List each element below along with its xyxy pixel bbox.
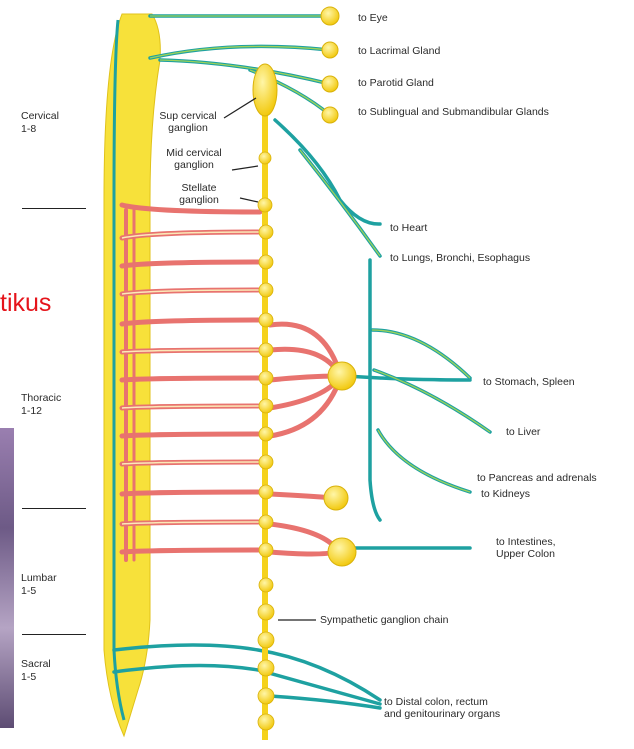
- sup-cervical-ganglion-shape: [253, 64, 277, 116]
- sup-cervical-ganglion-label: Sup cervical ganglion: [152, 110, 224, 134]
- stellate-ganglion-label: Stellate ganglion: [164, 182, 234, 206]
- divider-thoracic-lumbar: [22, 508, 86, 509]
- target-lungs: to Lungs, Bronchi, Esophagus: [390, 252, 530, 264]
- overlay-red-text: tikus: [0, 289, 51, 318]
- preganglionic-fibers: [122, 205, 338, 560]
- target-heart: to Heart: [390, 222, 427, 234]
- eye-ganglion: [321, 7, 339, 25]
- lacrimal-ganglion: [322, 42, 338, 58]
- divider-cervical-thoracic: [22, 208, 86, 209]
- target-sublingual: to Sublingual and Submandibular Glands: [358, 106, 549, 118]
- region-thoracic: Thoracic 1-12: [21, 392, 61, 418]
- target-intestines: to Intestines, Upper Colon: [496, 536, 556, 560]
- aorticorenal-ganglion: [324, 486, 348, 510]
- target-parotid: to Parotid Gland: [358, 77, 434, 89]
- target-eye: to Eye: [358, 12, 388, 24]
- target-liver: to Liver: [506, 426, 540, 438]
- target-kidneys: to Kidneys: [481, 488, 530, 500]
- sublingual-ganglion: [322, 107, 338, 123]
- divider-lumbar-sacral: [22, 634, 86, 635]
- sympathetic-chain-label: Sympathetic ganglion chain: [320, 614, 448, 626]
- parotid-ganglion: [322, 76, 338, 92]
- target-distal-colon: to Distal colon, rectum and genitourinar…: [384, 696, 500, 720]
- region-cervical: Cervical 1-8: [21, 110, 59, 136]
- target-stomach: to Stomach, Spleen: [483, 376, 575, 388]
- mid-cervical-ganglion-label: Mid cervical ganglion: [158, 147, 230, 171]
- target-lacrimal: to Lacrimal Gland: [358, 45, 440, 57]
- target-pancreas: to Pancreas and adrenals: [477, 472, 597, 484]
- region-sacral: Sacral 1-5: [21, 658, 51, 684]
- mesenteric-ganglion: [328, 538, 356, 566]
- celiac-ganglion: [328, 362, 356, 390]
- region-lumbar: Lumbar 1-5: [21, 572, 57, 598]
- chain-ganglia: [258, 152, 274, 730]
